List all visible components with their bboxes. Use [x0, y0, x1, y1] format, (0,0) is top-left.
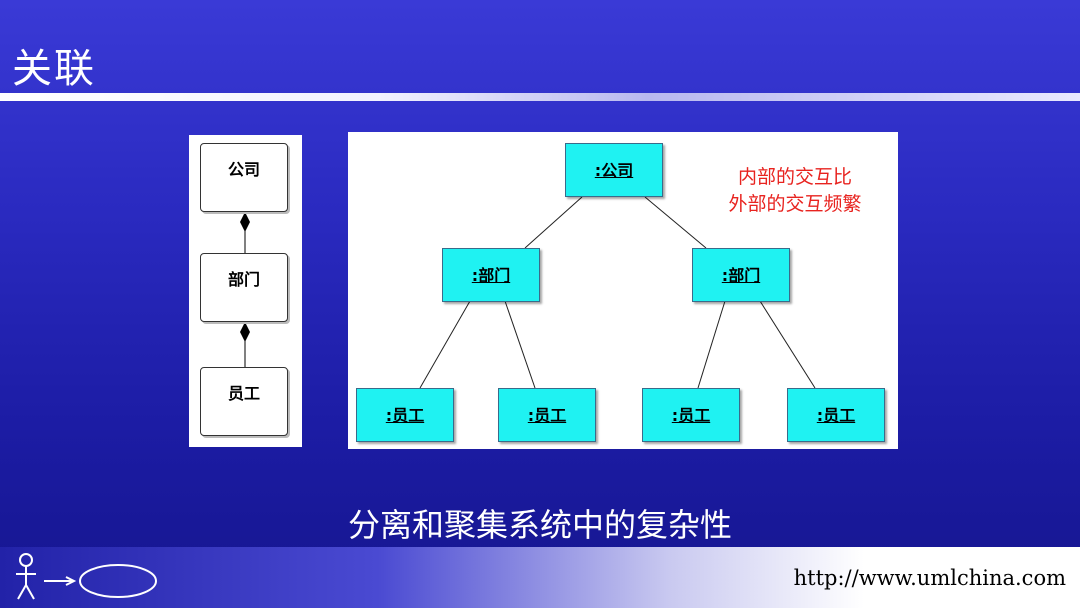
class-employee: 员工	[200, 367, 288, 436]
footer-bar	[0, 547, 1080, 608]
slide-title: 关联	[12, 46, 96, 92]
object-employee: :员工	[642, 388, 740, 442]
class-company: 公司	[200, 143, 288, 212]
object-employee-label: :员工	[816, 406, 856, 425]
object-employee-label: :员工	[385, 406, 425, 425]
object-department-label: :部门	[721, 266, 761, 285]
actor-usecase-icon	[16, 553, 157, 600]
class-diagram-panel: 公司 部门 员工	[189, 135, 302, 447]
object-employee-label: :员工	[671, 406, 711, 425]
title-divider	[0, 93, 1080, 101]
note-line-1: 内部的交互比	[737, 166, 852, 188]
class-department: 部门	[200, 253, 288, 322]
object-employee-label: :员工	[527, 406, 567, 425]
class-company-label: 公司	[227, 160, 260, 179]
note-line-2: 外部的交互频繁	[728, 193, 862, 215]
slide-caption: 分离和聚集系统中的复杂性	[347, 506, 732, 544]
class-department-label: 部门	[227, 270, 260, 289]
object-department: :部门	[442, 248, 540, 302]
composition-diamond-icon	[240, 322, 250, 342]
footer-url[interactable]: http://www.umlchina.com	[793, 566, 1066, 590]
composition-diamond-icon	[240, 212, 250, 232]
object-employee: :员工	[356, 388, 454, 442]
object-company-label: :公司	[594, 161, 634, 180]
object-company: :公司	[565, 143, 663, 197]
object-employee: :员工	[787, 388, 885, 442]
object-department: :部门	[692, 248, 790, 302]
object-department-label: :部门	[471, 266, 511, 285]
interaction-note: 内部的交互比 外部的交互频繁	[710, 164, 880, 218]
composition-connectors	[240, 212, 250, 367]
class-employee-label: 员工	[227, 384, 260, 403]
object-employee: :员工	[498, 388, 596, 442]
